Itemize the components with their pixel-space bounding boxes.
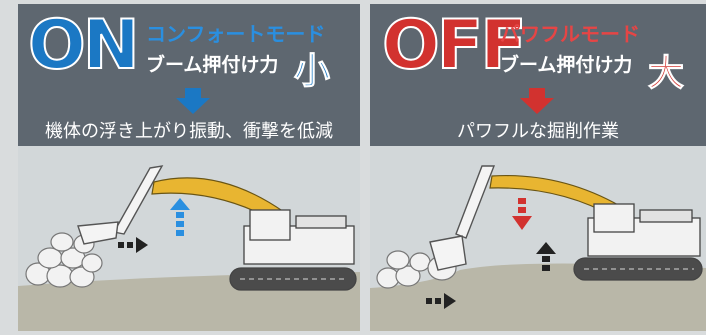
force-level-small: 小 (293, 51, 331, 93)
rock-pile-illustration (25, 232, 103, 288)
on-scene (18, 146, 360, 331)
off-switch-label: OFF (381, 5, 528, 86)
boom-force-label: ブーム押付け力 (500, 54, 633, 76)
force-level-large: 大 (647, 53, 685, 95)
off-mode-panel: OFF パワフルモード ブーム押付け力 大 パワフルな掘削作業 (370, 4, 706, 331)
off-scene (370, 146, 706, 331)
off-panel-header: OFF パワフルモード ブーム押付け力 大 パワフルな掘削作業 (370, 4, 706, 146)
down-arrow-icon (520, 88, 554, 114)
excavator-arm (77, 165, 164, 245)
excavator-body (229, 209, 357, 291)
comfort-mode-name: コンフォートモード (146, 22, 326, 46)
boom-force-label: ブーム押付け力 (146, 54, 279, 76)
down-arrow-icon (176, 88, 210, 114)
on-switch-label: ON (27, 5, 141, 86)
right-arrow-icon (426, 293, 456, 309)
excavator-arm (429, 165, 496, 271)
excavator-body (573, 203, 703, 281)
excavator-illustration (18, 165, 360, 331)
up-arrow-icon (170, 198, 190, 236)
right-arrow-icon (118, 237, 148, 253)
on-mode-panel: ON コンフォートモード ブーム押付け力 小 機体の浮き上がり振動、衝撃を低減 (18, 4, 360, 331)
on-panel-header: ON コンフォートモード ブーム押付け力 小 機体の浮き上がり振動、衝撃を低減 (18, 4, 360, 146)
on-description: 機体の浮き上がり振動、衝撃を低減 (45, 121, 333, 142)
down-arrow-icon (512, 198, 532, 230)
off-description: パワフルな掘削作業 (457, 121, 619, 142)
excavator-illustration (370, 165, 706, 331)
up-arrow-icon (536, 242, 556, 271)
powerful-mode-name: パワフルモード (500, 22, 640, 46)
